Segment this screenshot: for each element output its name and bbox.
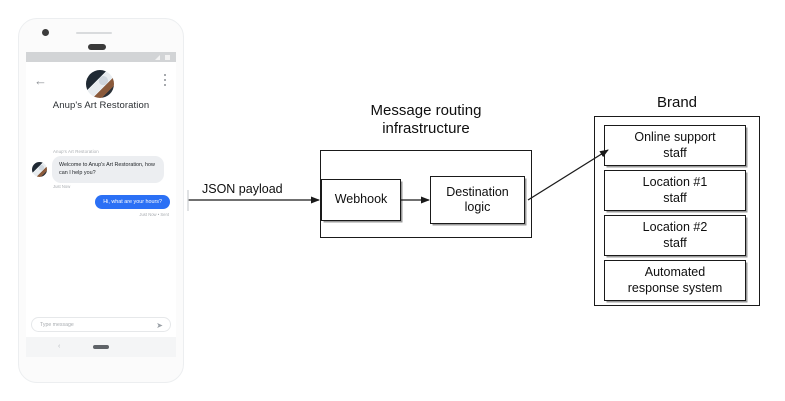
incoming-message-bubble: Welcome to Anup's Art Restoration, how c… — [52, 156, 164, 183]
routing-caption-line2: infrastructure — [382, 119, 470, 137]
brand-node-location-1-staff[interactable]: Location #1 staff — [604, 170, 746, 211]
routing-caption: Message routing infrastructure — [320, 102, 532, 137]
incoming-message-timestamp: Just Now — [53, 184, 71, 189]
brand-node-2-line1: Location #2 — [642, 220, 708, 235]
webhook-node-label: Webhook — [334, 192, 388, 207]
status-bar — [26, 52, 176, 62]
chat-thread: Anup's Art Restoration Welcome to Anup's… — [26, 118, 176, 337]
chat-brand-name: Anup's Art Restoration — [52, 100, 150, 111]
brand-node-2-line2: staff — [663, 235, 687, 250]
front-camera-icon — [42, 29, 49, 36]
phone-screen: ← Anup's Art Restoration Anup's Art Rest… — [26, 52, 176, 337]
brand-node-online-support-staff[interactable]: Online support staff — [604, 125, 746, 166]
message-composer[interactable]: Type message ➤ — [31, 317, 171, 332]
destination-logic-label-line2: logic — [464, 200, 491, 214]
battery-icon — [165, 55, 170, 60]
routing-caption-line1: Message routing — [370, 102, 482, 119]
outgoing-message-bubble: Hi, what are your hours? — [95, 195, 170, 209]
brand-caption-text: Brand — [656, 94, 698, 111]
brand-avatar-icon — [86, 70, 114, 98]
message-input-placeholder[interactable]: Type message — [40, 322, 74, 328]
brand-node-3-line2: response system — [627, 280, 723, 295]
brand-node-3-line1: Automated — [644, 265, 706, 280]
outgoing-message-timestamp: Just Now • Sent — [139, 212, 169, 217]
back-arrow-icon[interactable]: ← — [34, 73, 47, 88]
destination-logic-node[interactable]: Destination logic — [430, 176, 525, 224]
brand-node-1-line2: staff — [663, 190, 687, 205]
nav-home-pill-icon[interactable] — [93, 345, 109, 349]
chat-header: ← Anup's Art Restoration — [26, 62, 176, 118]
earpiece-speaker-icon — [88, 44, 106, 50]
brand-node-automated-response-system[interactable]: Automated response system — [604, 260, 746, 301]
sender-avatar-icon — [32, 162, 47, 177]
brand-node-0-line1: Online support — [634, 130, 716, 145]
brand-caption: Brand — [594, 94, 760, 112]
send-icon[interactable]: ➤ — [156, 321, 163, 330]
json-payload-edge-label: JSON payload — [202, 182, 283, 196]
nav-back-icon[interactable]: ‹ — [58, 343, 61, 350]
webhook-node[interactable]: Webhook — [321, 179, 401, 221]
phone-top-accent — [76, 32, 112, 34]
android-navigation-bar: ‹ — [26, 337, 176, 357]
brand-node-0-line2: staff — [663, 145, 687, 160]
signal-triangle-icon — [155, 55, 160, 60]
kebab-menu-icon[interactable] — [164, 74, 167, 87]
brand-node-location-2-staff[interactable]: Location #2 staff — [604, 215, 746, 256]
message-sender-label: Anup's Art Restoration — [53, 149, 99, 154]
destination-logic-label-line1: Destination — [446, 184, 509, 199]
brand-node-1-line1: Location #1 — [642, 175, 708, 190]
